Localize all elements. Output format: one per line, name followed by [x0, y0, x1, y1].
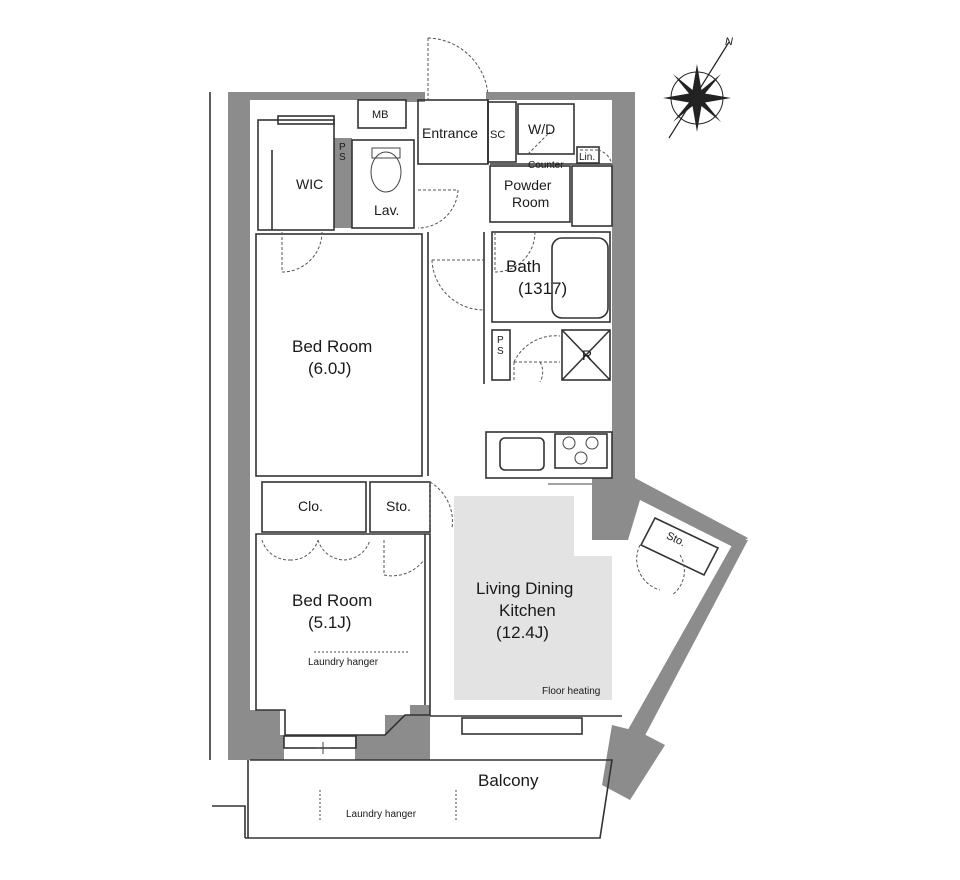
ps1-label-p: P [339, 142, 346, 153]
ps2-label-p: P [497, 335, 504, 346]
lin-label: Lin. [579, 152, 595, 163]
wd-label: W/D [528, 121, 555, 137]
floor-heating-label: Floor heating [542, 686, 600, 697]
mb-label: MB [372, 109, 389, 121]
sto2-label: Sto. [664, 530, 687, 549]
ldk-size: (12.4J) [496, 623, 549, 642]
laundry-hanger-room-label: Laundry hanger [308, 657, 379, 668]
compass-north-label: N [725, 36, 733, 48]
bed-room-2-label: Bed Room [292, 591, 372, 610]
powder-label-line2: Room [512, 194, 549, 210]
sto1-label: Sto. [386, 498, 411, 514]
ldk-label-line2: Kitchen [499, 601, 556, 620]
bath-label: Bath [506, 257, 541, 276]
floor-heating-area [454, 496, 612, 700]
clo-label: Clo. [298, 498, 323, 514]
ps2-label-s: S [497, 346, 504, 357]
wic-label: WIC [296, 176, 323, 192]
balcony-label: Balcony [478, 771, 539, 790]
entrance-label: Entrance [422, 125, 478, 141]
lav-label: Lav. [374, 202, 399, 218]
bath-size: (1317) [518, 279, 567, 298]
r-label: R [582, 347, 592, 363]
laundry-hanger-balcony-label: Laundry hanger [346, 809, 417, 820]
bed-room-2-size: (5.1J) [308, 613, 351, 632]
interior-lines [209, 92, 720, 839]
bed-room-1-label: Bed Room [292, 337, 372, 356]
powder-label-line1: Powder [504, 177, 552, 193]
counter-label: Counter [528, 160, 564, 171]
fixtures [314, 147, 599, 822]
ldk-label-line1: Living Dining [476, 579, 573, 598]
ps1-label-s: S [339, 152, 346, 163]
compass-icon [663, 41, 731, 139]
walls [228, 92, 748, 800]
bed-room-1-size: (6.0J) [308, 359, 351, 378]
doors [261, 37, 685, 596]
sc-label: SC [490, 129, 505, 141]
